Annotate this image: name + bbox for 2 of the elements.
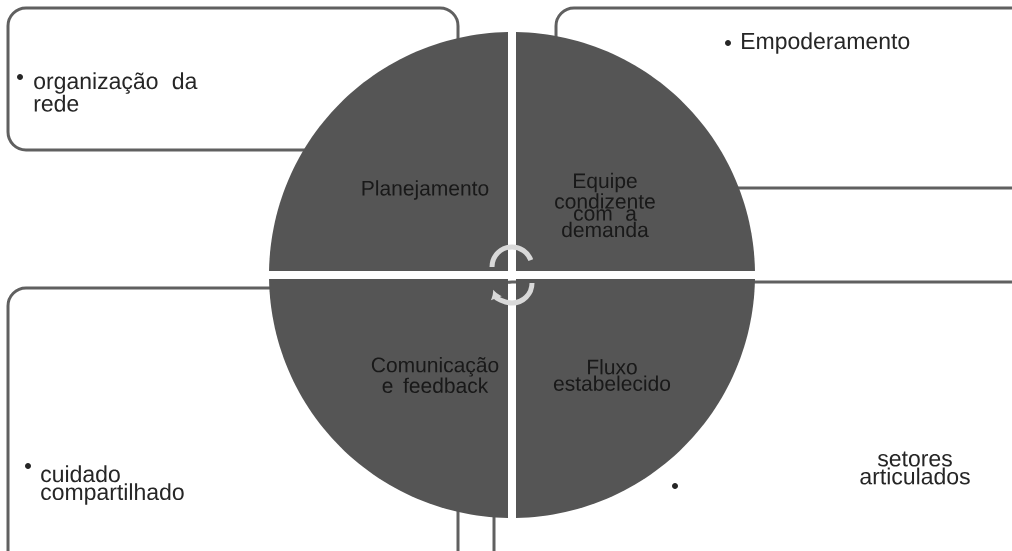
quadrant-segment: Comunicação e feedback bbox=[269, 279, 508, 518]
quadrant-segment: Planejamento bbox=[269, 32, 508, 271]
